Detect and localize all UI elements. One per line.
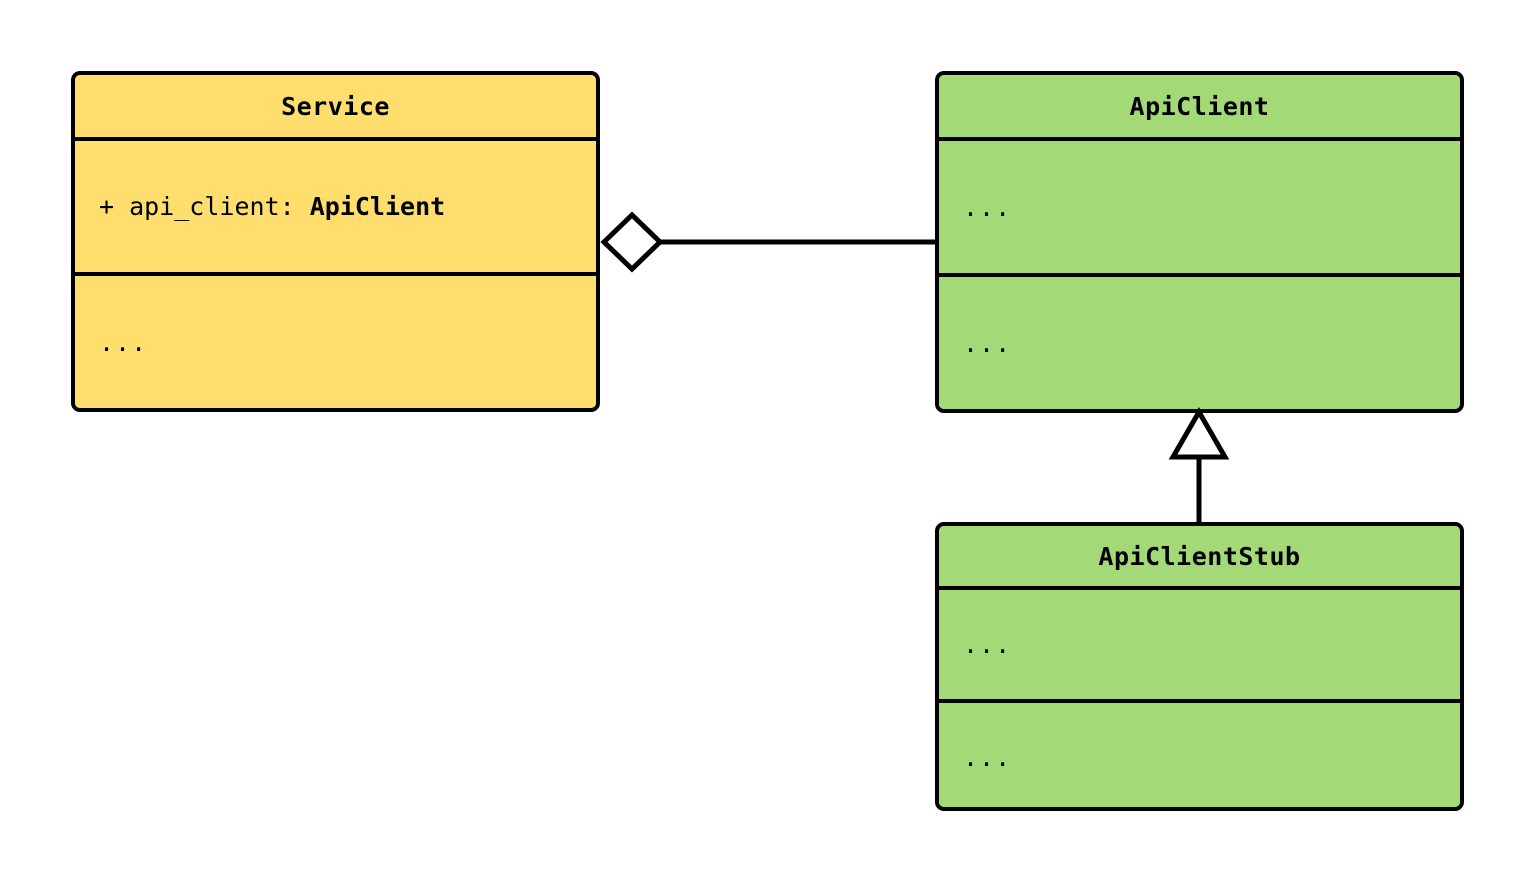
attributes-placeholder-apiclient: ... <box>963 192 1012 222</box>
class-operations-service: ... <box>75 272 596 408</box>
operations-placeholder-service: ... <box>99 327 148 357</box>
class-attributes-apiclient: ... <box>939 137 1460 273</box>
operations-placeholder-apiclient: ... <box>963 328 1012 358</box>
class-box-service[interactable]: Service + api_client: ApiClient ... <box>71 71 600 412</box>
class-title-apiclient: ApiClient <box>939 75 1460 137</box>
operations-placeholder-apiclientstub: ... <box>963 742 1012 772</box>
class-box-apiclient[interactable]: ApiClient ... ... <box>935 71 1464 413</box>
class-title-apiclientstub: ApiClientStub <box>939 526 1460 586</box>
hollow-triangle-icon <box>1168 407 1230 460</box>
relationship-aggregation-service-apiclient[interactable] <box>600 211 935 273</box>
class-title-service: Service <box>75 75 596 137</box>
hollow-diamond-icon <box>600 211 664 273</box>
class-operations-apiclientstub: ... <box>939 699 1460 807</box>
class-attributes-service: + api_client: ApiClient <box>75 137 596 272</box>
attribute-api-client-label: + api_client: <box>99 192 310 221</box>
attributes-placeholder-apiclientstub: ... <box>963 630 1012 659</box>
class-box-apiclientstub[interactable]: ApiClientStub ... ... <box>935 522 1464 811</box>
class-operations-apiclient: ... <box>939 273 1460 409</box>
class-attributes-apiclientstub: ... <box>939 586 1460 699</box>
relationship-generalization-apiclientstub-apiclient[interactable] <box>1168 407 1230 522</box>
attribute-api-client-type: ApiClient <box>309 192 446 221</box>
